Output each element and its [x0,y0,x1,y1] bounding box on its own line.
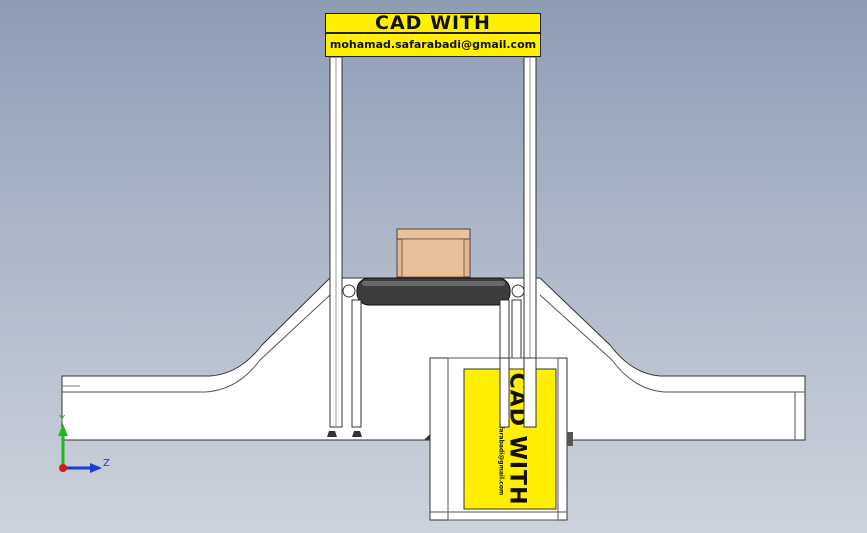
side-box-notch [424,434,430,440]
side-box-yellow-panel[interactable] [463,368,557,510]
frame-inner-line-left [62,294,331,393]
foot-left-1 [327,431,337,437]
foot-left-2 [352,431,362,437]
origin-dot-icon [59,464,67,472]
sign-banner-email: mohamad.safarabadi@gmail.com [325,33,541,57]
frame-inner-line-right [539,294,805,393]
y-axis-arrow-icon [58,424,68,436]
leg-right-front-overlay [499,357,510,428]
z-axis-arrow-icon [90,463,102,473]
sign-post-right-overlay [523,357,537,428]
carton-box-inner [401,238,465,278]
leg-left[interactable] [351,299,362,428]
z-axis-label: Z [103,458,110,469]
roller-bearing-left [342,284,356,298]
axis-triad[interactable] [48,410,118,482]
y-axis-label: Y [59,414,66,425]
side-box-tab [567,432,573,446]
roller-highlight [362,281,505,286]
sign-banner-title: CAD WITH [325,13,541,33]
